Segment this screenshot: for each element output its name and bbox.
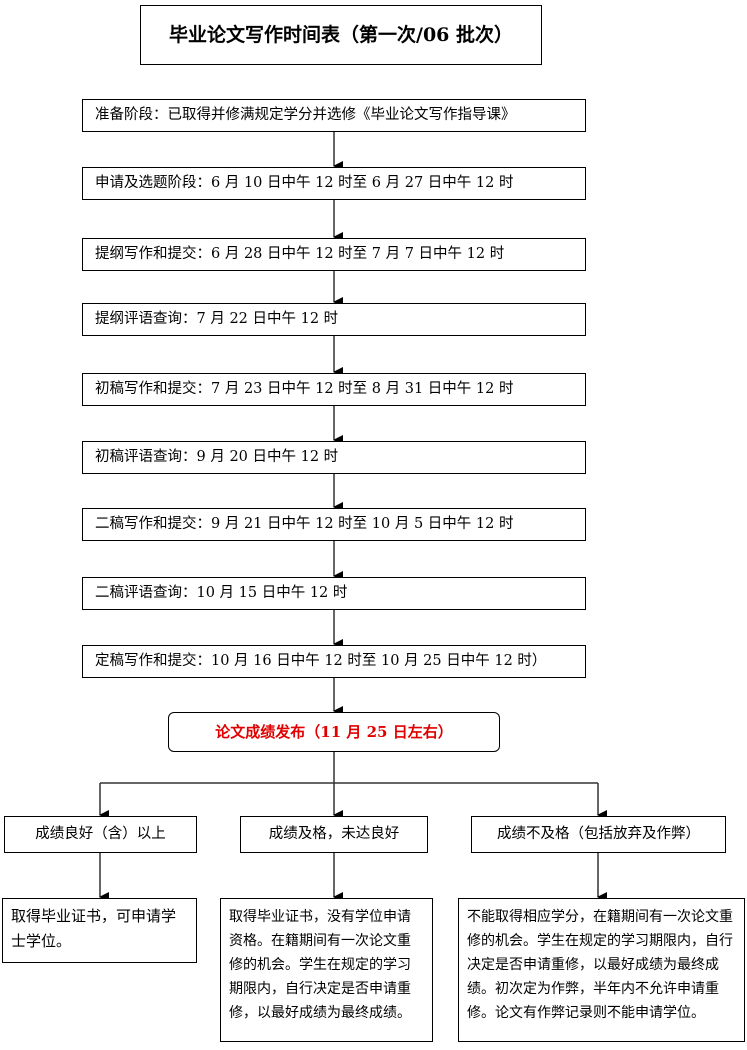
step-second-draft-submit: 二稿写作和提交：9 月 21 日中午 12 时至 10 月 5 日中午 12 时 xyxy=(82,508,586,541)
description-good: 取得毕业证书，可申请学士学位。 xyxy=(2,898,197,963)
step-second-draft-review: 二稿评语查询：10 月 15 日中午 12 时 xyxy=(82,577,586,610)
category-pass: 成绩及格，未达良好 xyxy=(240,816,428,853)
step-draft-submit: 初稿写作和提交：7 月 23 日中午 12 时至 8 月 31 日中午 12 时 xyxy=(82,373,586,406)
description-fail: 不能取得相应学分，在籍期间有一次论文重修的机会。学生在规定的学习期限内，自行决定… xyxy=(458,898,745,1042)
category-fail: 成绩不及格（包括放弃及作弊） xyxy=(471,816,726,853)
step-draft-review: 初稿评语查询：9 月 20 日中午 12 时 xyxy=(82,441,586,474)
category-good: 成绩良好（含）以上 xyxy=(4,816,197,853)
result-release: 论文成绩发布（11 月 25 日左右） xyxy=(168,712,500,752)
page-title: 毕业论文写作时间表（第一次/06 批次） xyxy=(140,5,542,65)
step-outline-submit: 提纲写作和提交：6 月 28 日中午 12 时至 7 月 7 日中午 12 时 xyxy=(82,238,586,271)
step-application: 申请及选题阶段：6 月 10 日中午 12 时至 6 月 27 日中午 12 时 xyxy=(82,167,586,200)
step-final-submit: 定稿写作和提交：10 月 16 日中午 12 时至 10 月 25 日中午 12… xyxy=(82,645,586,678)
step-preparation: 准备阶段：已取得并修满规定学分并选修《毕业论文写作指导课》 xyxy=(82,99,586,132)
step-outline-review: 提纲评语查询：7 月 22 日中午 12 时 xyxy=(82,303,586,336)
description-pass: 取得毕业证书，没有学位申请资格。在籍期间有一次论文重修的机会。学生在规定的学习期… xyxy=(220,898,433,1042)
